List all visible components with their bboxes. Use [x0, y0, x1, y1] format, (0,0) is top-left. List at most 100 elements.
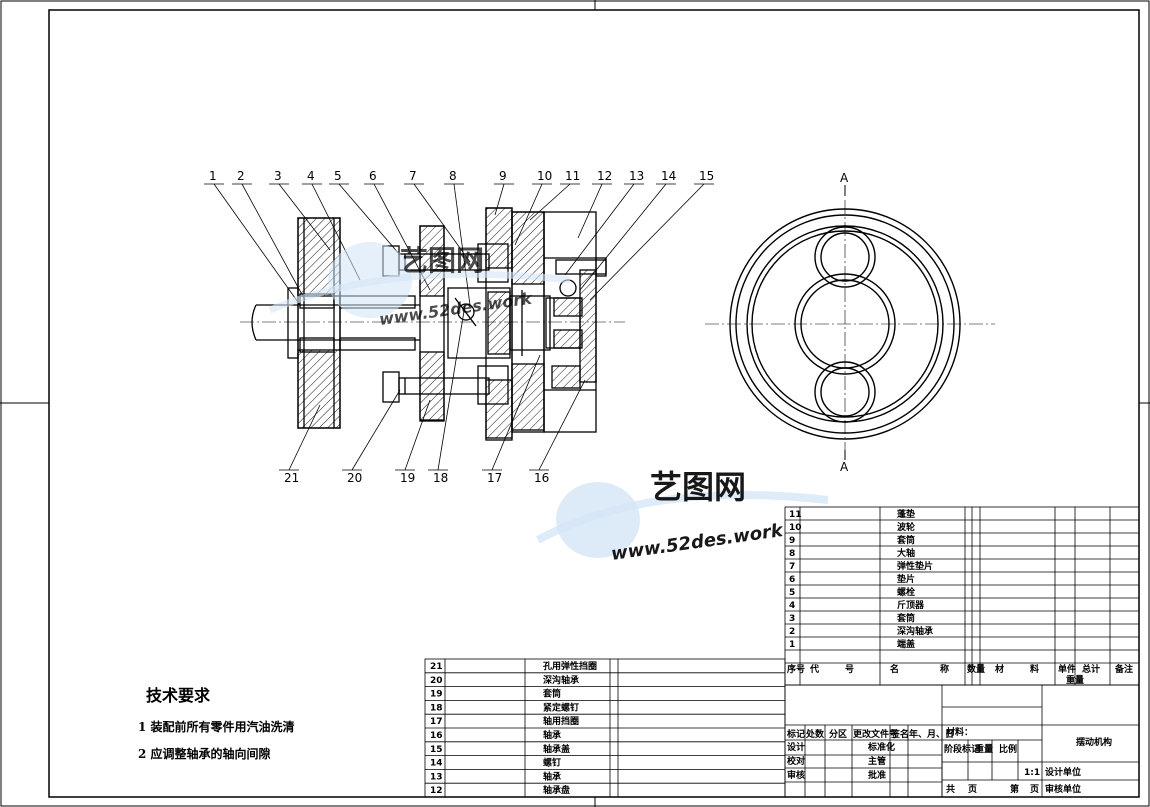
leader-line	[213, 183, 301, 306]
bom-header-mat2: 料	[1030, 663, 1039, 675]
title-block-page: 页	[968, 784, 977, 795]
title-block-review-unit: 审核单位	[1045, 783, 1081, 795]
title-block-text: 材料：标记处数分区更改文件号签名年、月、日设计标准化校对主管审核批准阶段标记重量…	[786, 726, 1112, 795]
title-block-approve: 批准	[868, 769, 886, 781]
part-label-5: 5	[334, 169, 342, 183]
section-a-view	[705, 185, 995, 460]
part-label-12: 12	[597, 169, 612, 183]
section-label-bottom: A	[840, 460, 849, 474]
bom-header-no: 序号	[787, 663, 805, 675]
leader-line	[564, 183, 635, 276]
bom-header-name: 名	[890, 663, 899, 675]
bom-no: 21	[430, 662, 443, 672]
bom-name: 弹性垫片	[897, 560, 933, 572]
leader-lines	[204, 183, 714, 471]
bom-name: 套筒	[543, 688, 561, 700]
bom-header-code: 代	[809, 663, 819, 675]
leader-line	[538, 379, 586, 471]
bom-header-qty: 数量	[967, 663, 985, 675]
title-block-material: 材料：	[945, 726, 973, 738]
bom-no: 16	[430, 731, 443, 741]
title-block-page2: 页	[1030, 784, 1039, 795]
bom-name: 深沟轴承	[543, 674, 579, 686]
bom-name: 螺栓	[897, 586, 915, 598]
title-block	[784, 684, 1140, 798]
title-block-drawing-name: 摆动机构	[1076, 736, 1112, 748]
bom-no: 13	[430, 772, 443, 782]
bom-no: 1	[789, 640, 795, 650]
title-block-scale-value: 1:1	[1024, 768, 1040, 778]
part-label-1: 1	[209, 169, 217, 183]
tech-requirement-1: 1 装配前所有零件用汽油洗清	[138, 720, 295, 734]
title-block-count: 处数	[805, 728, 825, 740]
tech-requirement-2: 2 应调整轴承的轴向间隙	[138, 747, 271, 761]
part-label-9: 9	[499, 169, 507, 183]
bom-name: 垫片	[897, 573, 915, 585]
part-label-2: 2	[237, 169, 245, 183]
title-block-supervisor: 主管	[868, 755, 886, 767]
title-block-change-doc: 更改文件号	[853, 728, 898, 740]
part-label-14: 14	[661, 169, 676, 183]
leader-line	[453, 183, 471, 306]
part-label-3: 3	[274, 169, 282, 183]
bom-name: 轴用挡圈	[543, 715, 579, 727]
bom-header-name2: 称	[940, 663, 949, 675]
part-label-21: 21	[284, 471, 299, 485]
part-label-17: 17	[487, 471, 502, 485]
bom-name: 端盖	[897, 638, 915, 650]
bom-header-code2: 号	[845, 664, 854, 675]
title-block-stage: 阶段标记	[944, 743, 980, 755]
bom-name: 大轴	[897, 547, 915, 559]
bom-no: 2	[789, 627, 795, 637]
bom-header-weight: 重量	[1066, 674, 1084, 686]
bom-no: 14	[430, 759, 443, 769]
section-view	[240, 207, 625, 441]
part-label-16: 16	[534, 471, 549, 485]
title-block-frame	[784, 684, 1140, 798]
leader-line	[338, 183, 401, 256]
title-block-zone: 分区	[829, 728, 847, 740]
leader-line	[413, 183, 471, 263]
title-block-design-unit: 设计单位	[1045, 766, 1081, 778]
bom-name: 蓬垫	[897, 508, 915, 520]
bom-name: 套筒	[897, 612, 915, 624]
bom-name: 轴承	[543, 729, 561, 741]
leader-line	[577, 183, 603, 239]
part-label-18: 18	[433, 471, 448, 485]
tech-requirements-title: 技术要求	[146, 686, 211, 705]
part-label-19: 19	[400, 471, 415, 485]
bom-header-total_wt: 总计	[1082, 663, 1100, 675]
title-block-design: 设计	[787, 741, 805, 753]
title-block-mark: 标记	[786, 728, 805, 740]
bom-no: 17	[430, 717, 443, 727]
bom-name: 轴承盘	[543, 784, 570, 796]
section-label-top: A	[840, 171, 849, 185]
bom-no: 11	[789, 510, 802, 520]
bom-name: 套筒	[897, 534, 915, 546]
title-block-scale: 比例	[999, 743, 1017, 755]
bom-header-mat: 材	[994, 663, 1004, 675]
bom-no: 8	[789, 549, 795, 559]
bom-no: 18	[430, 703, 443, 713]
title-block-review: 审核	[787, 769, 805, 781]
bill-of-materials	[424, 506, 1140, 798]
bom-name: 波轮	[897, 521, 915, 533]
part-label-7: 7	[409, 169, 417, 183]
part-label-20: 20	[347, 471, 362, 485]
part-label-10: 10	[537, 169, 552, 183]
leader-line	[351, 389, 401, 471]
bom-header-note: 备注	[1114, 663, 1133, 675]
part-label-11: 11	[565, 169, 580, 183]
bom-no: 20	[430, 676, 443, 686]
bom-name: 斤顶器	[897, 599, 925, 611]
title-block-total: 共	[946, 783, 955, 795]
leader-line	[437, 304, 466, 471]
bom-no: 12	[430, 786, 443, 796]
bom-name: 深沟轴承	[897, 625, 933, 637]
bom-no: 6	[789, 575, 795, 585]
bom-no: 19	[430, 690, 443, 700]
bom-no: 4	[789, 601, 795, 611]
bom-name: 轴承盖	[543, 743, 570, 755]
